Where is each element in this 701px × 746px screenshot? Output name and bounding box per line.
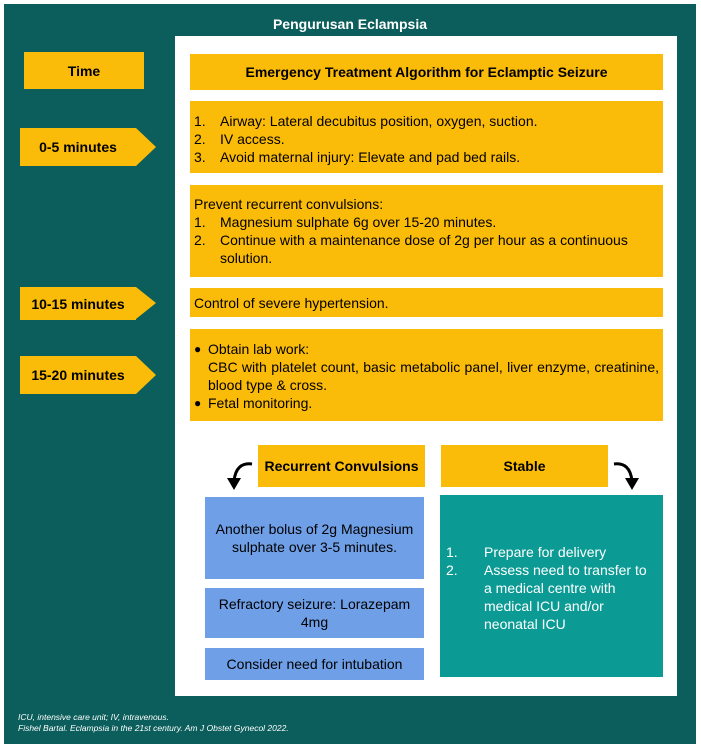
list-item: ● Fetal monitoring. (194, 395, 313, 411)
list-item: 1.Magnesium sulphate 6g over 15-20 minut… (194, 214, 497, 230)
curved-arrow-right-icon (613, 462, 639, 490)
step-hypertension: Control of severe hypertension. (190, 288, 663, 317)
curved-arrow-left-icon (227, 462, 253, 490)
abbreviations-footnote: ICU, intensive care unit; IV, intravenou… (18, 712, 170, 722)
citation-footnote: Fishel Bartal. Eclampsia in the 21st cen… (18, 723, 289, 733)
time-label-15-20: 15-20 minutes (20, 356, 156, 394)
bolus-box: Another bolus of 2g Magnesium sulphate o… (205, 497, 424, 579)
step-prevent-convulsions: Prevent recurrent convulsions: 1.Magnesi… (190, 185, 663, 277)
intubation-box: Consider need for intubation (205, 648, 424, 680)
step-initial-stabilization: 1.Airway: Lateral decubitus position, ox… (190, 101, 663, 173)
algorithm-header: Emergency Treatment Algorithm for Eclamp… (190, 54, 663, 90)
time-label-0-5: 0-5 minutes (20, 128, 156, 166)
time-label-text: 15-20 minutes (20, 356, 136, 394)
arrow-right-icon (136, 128, 156, 166)
page-title: Pengurusan Eclampsia (272, 16, 428, 32)
list-item: 1.Prepare for delivery (446, 544, 607, 560)
time-label-text: 10-15 minutes (20, 287, 136, 320)
bullet-icon: ● (194, 342, 202, 356)
step-text: Control of severe hypertension. (194, 295, 389, 311)
time-label-10-15: 10-15 minutes (20, 287, 156, 320)
list-item: 2.IV access. (194, 131, 285, 147)
recurrent-convulsions-header: Recurrent Convulsions (258, 445, 425, 487)
list-item: 3.Avoid maternal injury: Elevate and pad… (194, 149, 521, 165)
list-item: 2.Assess need to transfer to a medical c… (446, 562, 647, 632)
stable-actions-box: 1.Prepare for delivery 2.Assess need to … (440, 495, 663, 677)
list-item: 1.Airway: Lateral decubitus position, ox… (194, 113, 538, 129)
refractory-seizure-box: Refractory seizure: Lorazepam 4mg (205, 588, 424, 638)
time-label-text: 0-5 minutes (20, 128, 136, 166)
step-intro: Prevent recurrent convulsions: (194, 196, 384, 212)
bullet-icon: ● (194, 396, 202, 410)
list-item: ● Obtain lab work: CBC with platelet cou… (194, 341, 659, 393)
arrow-right-icon (136, 287, 156, 319)
stable-header: Stable (441, 445, 608, 487)
step-lab-work: ● Obtain lab work: CBC with platelet cou… (190, 329, 663, 421)
time-header: Time (24, 52, 144, 89)
list-item: 2.Continue with a maintenance dose of 2g… (194, 232, 628, 266)
arrow-right-icon (136, 356, 156, 394)
